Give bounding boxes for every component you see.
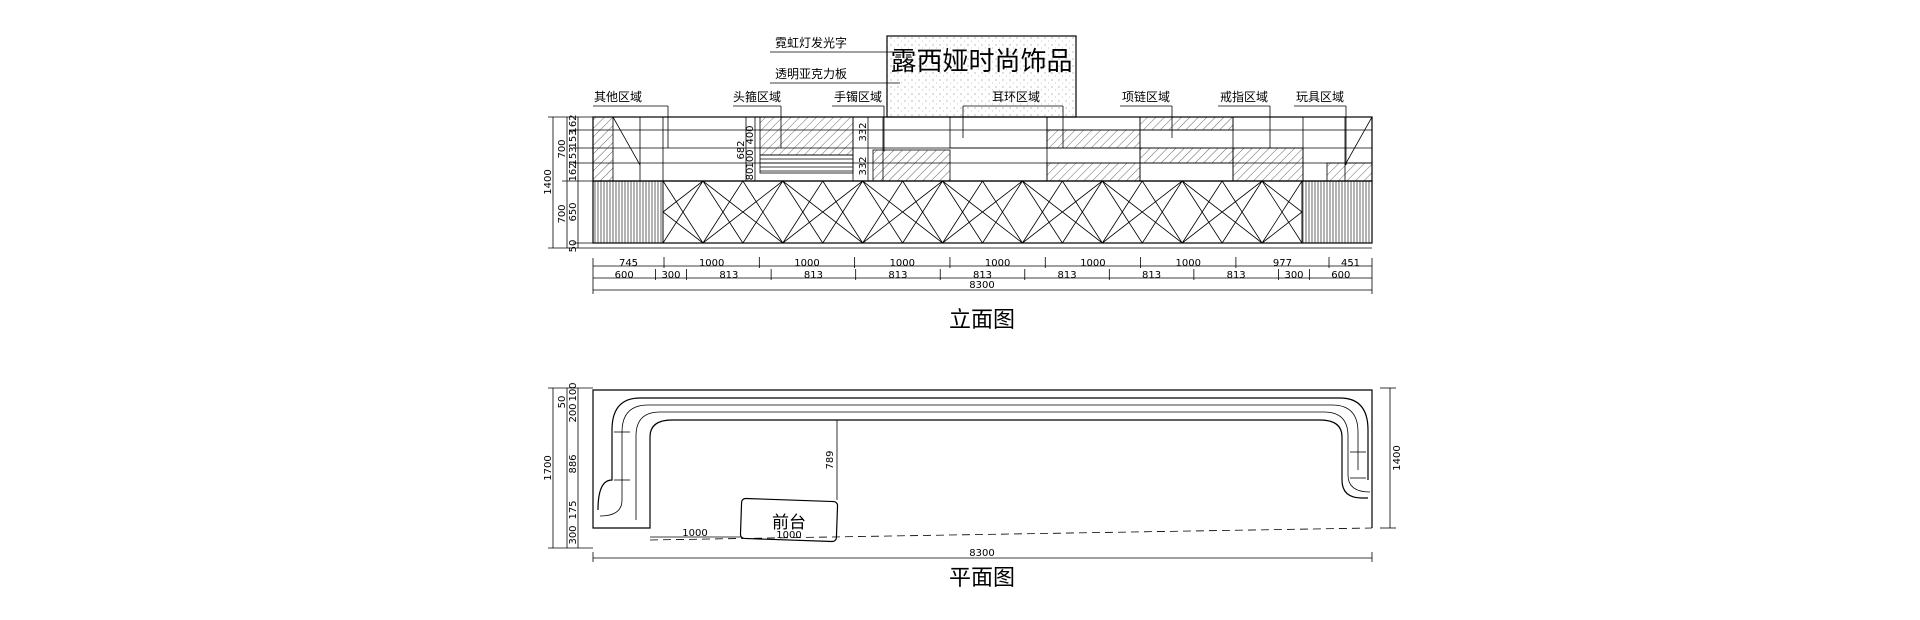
dim-650: 650 <box>568 202 579 221</box>
base-diamond-panels <box>662 180 1303 244</box>
dim-700-bottom: 700 <box>557 204 568 223</box>
dim-label: 813 <box>888 270 907 281</box>
plan-view: 前台 789 1000 1000 1700 100 50 200 886 175… <box>543 382 1403 591</box>
dim-100: 100 <box>745 149 756 168</box>
dim-label: 813 <box>1227 270 1246 281</box>
diamond-panel <box>822 180 904 244</box>
dim-153-b: 153 <box>568 146 579 165</box>
plan-title: 平面图 <box>949 566 1015 591</box>
dim-label: 300 <box>1284 270 1303 281</box>
zone-toys: 玩具区域 <box>1296 90 1344 104</box>
dim-label: 300 <box>661 270 680 281</box>
zone-earring: 耳环区域 <box>992 90 1040 104</box>
zone-bracelet: 手镯区域 <box>834 89 882 104</box>
dim-200: 200 <box>568 403 579 422</box>
dim-332-bottom: 332 <box>858 156 869 175</box>
diamond-panel <box>981 180 1064 244</box>
dim-label: 1000 <box>1080 258 1105 269</box>
elevation-title: 立面图 <box>949 308 1015 333</box>
dim-label: 1000 <box>985 258 1010 269</box>
dim-1700: 1700 <box>543 455 554 480</box>
dim-label: 1000 <box>1176 258 1201 269</box>
dim-100: 100 <box>568 382 579 401</box>
dim-label: 977 <box>1273 258 1292 269</box>
plan-left-dims: 1700 100 50 200 886 175 300 <box>543 382 593 549</box>
dim-label: 813 <box>973 270 992 281</box>
dim-682: 682 <box>736 140 747 159</box>
zone-other: 其他区域 <box>594 90 642 104</box>
counter-outer-path <box>592 389 1373 529</box>
diamond-panel <box>742 180 824 244</box>
dim-300: 300 <box>568 525 579 544</box>
dim-1000-b: 1000 <box>776 530 801 541</box>
neon-note: 霓虹灯发光字 <box>775 35 847 50</box>
diamond-panel <box>1141 180 1223 244</box>
dim-886: 886 <box>568 454 579 473</box>
dim-332-top: 332 <box>858 122 869 141</box>
elevation-width-dims: 745 1000 1000 1000 1000 1000 1000 977 451 600 300… <box>592 257 1373 294</box>
dim-label: 813 <box>1142 270 1161 281</box>
dim-50: 50 <box>557 396 568 409</box>
dim-175: 175 <box>568 500 579 519</box>
dim-total-8300: 8300 <box>969 280 994 291</box>
dim-label: 813 <box>1057 270 1076 281</box>
dim-label: 745 <box>619 258 638 269</box>
plan-total-8300: 8300 <box>969 548 994 559</box>
dim-label: 813 <box>804 270 823 281</box>
dim-1400-right: 1400 <box>1392 445 1403 470</box>
acrylic-note: 透明亚克力板 <box>775 67 847 81</box>
dim-789: 789 <box>825 450 836 469</box>
sign-board <box>886 35 1077 118</box>
reception-label: 前台 <box>772 513 806 533</box>
sign-text: 露西娅时尚饰品 <box>890 47 1072 77</box>
zone-headband: 头箍区域 <box>733 89 781 104</box>
dim-label: 1000 <box>890 258 915 269</box>
zone-labels: 其他区域 头箍区域 手镯区域 耳环区域 项链区域 戒指区域 玩具区域 <box>593 89 1347 165</box>
dim-80: 80 <box>745 168 756 181</box>
reception-counter <box>739 497 839 543</box>
dim-700-top: 700 <box>557 139 568 158</box>
dim-label: 813 <box>719 270 738 281</box>
dim-label: 600 <box>615 270 634 281</box>
dim-50: 50 <box>568 240 579 253</box>
zone-ring: 戒指区域 <box>1220 89 1268 104</box>
dim-153-a: 153 <box>568 129 579 148</box>
elevation-height-dims: 1400 700 700 162 153 153 162 650 50 <box>543 114 593 252</box>
dim-1000-a: 1000 <box>682 528 707 539</box>
elevation-inner-dims: 682 400 100 80 332 332 <box>736 117 869 181</box>
dim-label: 600 <box>1331 270 1350 281</box>
dim-label: 1000 <box>699 258 724 269</box>
dim-label: 1000 <box>794 258 819 269</box>
dim-162-bottom: 162 <box>568 162 579 181</box>
diamond-panel <box>662 180 744 244</box>
dim-1400: 1400 <box>543 169 554 194</box>
counter-track-inner <box>597 397 1369 511</box>
elevation-view: 露西娅时尚饰品 霓虹灯发光字 透明亚克力板 <box>543 35 1373 333</box>
diamond-panel <box>901 180 984 244</box>
diamond-panel <box>1221 180 1303 244</box>
dim-label: 451 <box>1341 258 1360 269</box>
dim-400: 400 <box>745 125 756 144</box>
zone-necklace: 项链区域 <box>1122 89 1170 104</box>
counter-track-outer <box>598 419 1368 529</box>
diamond-panel <box>1061 180 1143 244</box>
dim-162-top: 162 <box>568 114 579 133</box>
